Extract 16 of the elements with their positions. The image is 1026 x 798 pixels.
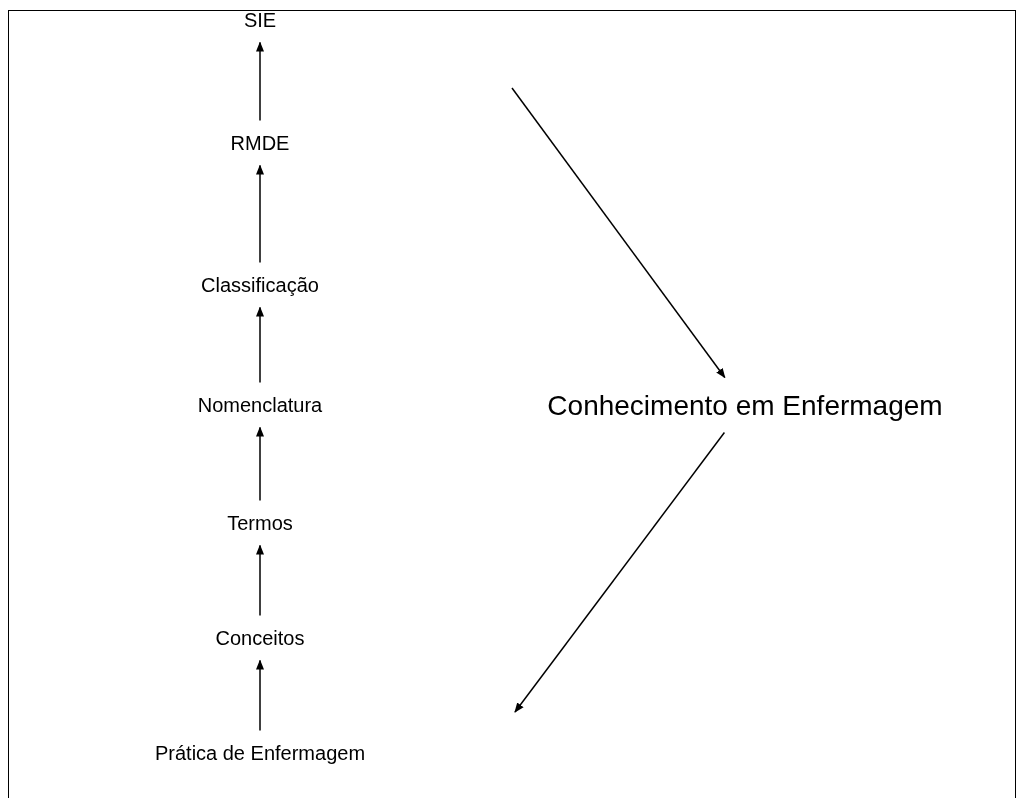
arrow <box>256 659 264 732</box>
arrow <box>256 41 264 122</box>
node-label: RMDE <box>230 130 290 156</box>
node-label: Termos <box>227 510 293 536</box>
node-label: Classificação <box>201 272 319 298</box>
node-label: Conhecimento em Enfermagem <box>547 387 943 423</box>
arrow <box>514 431 726 713</box>
arrow <box>256 544 264 617</box>
node-label: SIE <box>243 7 277 33</box>
arrow <box>511 87 726 379</box>
node-label: Prática de Enfermagem <box>154 740 366 766</box>
arrow <box>256 164 264 264</box>
arrow <box>256 306 264 384</box>
arrow <box>256 426 264 502</box>
node-label: Nomenclatura <box>197 392 323 418</box>
node-label: Conceitos <box>215 625 305 651</box>
